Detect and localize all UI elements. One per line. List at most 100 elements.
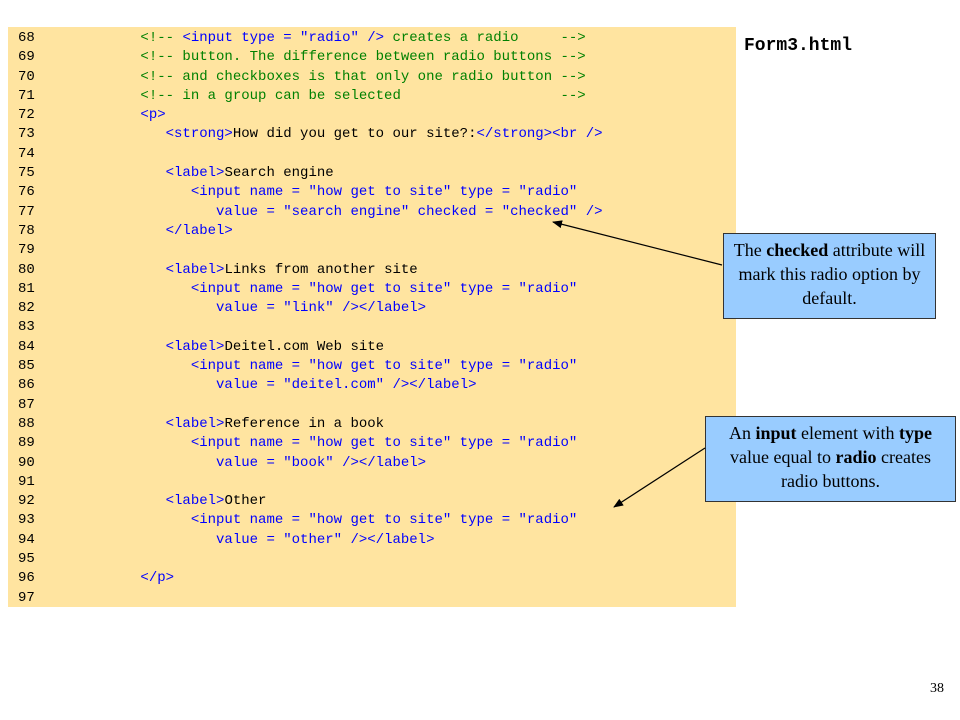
code-token: type = — [451, 435, 519, 452]
code-token — [48, 435, 191, 451]
code-token — [48, 532, 216, 548]
code-token: "how get to site" — [308, 512, 452, 529]
code-token — [48, 204, 216, 220]
code-token: "link" — [283, 300, 334, 317]
code-token: "how get to site" — [308, 435, 452, 452]
code-line: 80 <label>Links from another site — [18, 261, 603, 280]
code-token — [48, 165, 166, 181]
code-token: value = — [216, 531, 284, 548]
code-line: 70 <!-- and checkboxes is that only one … — [18, 68, 603, 87]
line-number: 88 — [18, 415, 35, 432]
callout-radio-input: An input element with type value equal t… — [705, 416, 956, 502]
code-line: 93 <input name = "how get to site" type … — [18, 511, 603, 530]
code-line: 85 <input name = "how get to site" type … — [18, 357, 603, 376]
code-line: 95 — [18, 550, 603, 569]
code-token: <!-- button. The difference between radi… — [140, 49, 586, 66]
code-line: 87 — [18, 396, 603, 415]
code-token: <!-- — [140, 30, 183, 46]
line-number: 89 — [18, 435, 35, 452]
callout-text: radio — [835, 447, 877, 467]
code-token — [48, 49, 140, 65]
code-token — [48, 281, 191, 297]
callout-text: value equal to — [730, 447, 836, 467]
code-line: 73 <strong>How did you get to our site?:… — [18, 125, 603, 144]
callout-text: The — [733, 240, 767, 260]
line-number: 86 — [18, 377, 35, 394]
code-token: Search engine — [224, 165, 334, 182]
code-token: value = — [216, 377, 284, 394]
line-number: 91 — [18, 473, 35, 490]
code-line: 90 value = "book" /></label> — [18, 454, 603, 473]
code-token: type = — [451, 358, 519, 375]
line-number: 73 — [18, 126, 35, 143]
code-token: "radio" — [518, 184, 578, 201]
code-token: /></label> — [342, 531, 435, 548]
code-token — [48, 126, 166, 142]
code-token: <label> — [165, 415, 225, 432]
code-line: 69 <!-- button. The difference between r… — [18, 48, 603, 67]
code-token: "radio" — [518, 512, 578, 529]
code-token: <label> — [165, 261, 225, 278]
file-title: Form3.html — [744, 36, 853, 56]
code-token — [48, 570, 140, 586]
code-token: "deitel.com" — [283, 377, 385, 394]
code-token: value = — [216, 203, 284, 220]
code-line: 75 <label>Search engine — [18, 164, 603, 183]
code-token: <input type = "radio" /> — [182, 30, 385, 46]
code-line: 77 value = "search engine" checked = "ch… — [18, 203, 603, 222]
code-token: "radio" — [518, 358, 578, 375]
line-number: 68 — [18, 30, 35, 46]
line-number: 81 — [18, 280, 35, 297]
code-token: "how get to site" — [308, 184, 452, 201]
code-token: checked = — [409, 203, 502, 220]
code-token: "checked" — [501, 203, 578, 220]
line-number: 94 — [18, 531, 35, 548]
code-line: 89 <input name = "how get to site" type … — [18, 434, 603, 453]
line-number: 70 — [18, 68, 35, 85]
code-token: <!-- and checkboxes is that only one rad… — [140, 68, 586, 85]
code-token: </p> — [140, 570, 175, 587]
code-line: 92 <label>Other — [18, 492, 603, 511]
line-number: 75 — [18, 165, 35, 182]
code-line: 96 </p> — [18, 569, 603, 588]
code-token — [48, 30, 140, 46]
code-token: <label> — [165, 493, 225, 510]
code-token: creates a radio --> — [384, 30, 586, 46]
code-token: </label> — [165, 222, 233, 239]
code-token: "book" — [283, 454, 334, 471]
page-number: 38 — [930, 681, 944, 696]
code-token: <strong> — [165, 126, 233, 143]
code-token — [48, 416, 166, 432]
code-line: 68 <!-- <input type = "radio" /> creates… — [18, 29, 603, 48]
code-token: type = — [451, 512, 519, 529]
code-token — [48, 300, 216, 316]
code-line: 94 value = "other" /></label> — [18, 531, 603, 550]
code-token — [48, 88, 140, 104]
line-number: 76 — [18, 184, 35, 201]
line-number: 95 — [18, 551, 35, 568]
code-token: /></label> — [384, 377, 477, 394]
code-line: 86 value = "deitel.com" /></label> — [18, 376, 603, 395]
code-line: 78 </label> — [18, 222, 603, 241]
code-line: 97 — [18, 589, 603, 608]
code-token: Deitel.com Web site — [224, 338, 385, 355]
code-line: 84 <label>Deitel.com Web site — [18, 338, 603, 357]
code-line: 83 — [18, 318, 603, 337]
line-number: 84 — [18, 338, 35, 355]
line-number: 77 — [18, 203, 35, 220]
code-listing-panel: 68 <!-- <input type = "radio" /> creates… — [8, 27, 736, 607]
line-number: 85 — [18, 358, 35, 375]
callout-text: input — [755, 423, 797, 443]
code-token: "how get to site" — [308, 280, 452, 297]
code-lines: 68 <!-- <input type = "radio" /> creates… — [18, 29, 603, 608]
code-line: 91 — [18, 473, 603, 492]
code-token: value = — [216, 454, 284, 471]
code-token — [48, 69, 140, 85]
code-token: type = — [451, 280, 519, 297]
line-number: 79 — [18, 242, 35, 259]
code-token: /> — [577, 203, 603, 220]
code-token: <label> — [165, 165, 225, 182]
code-line: 74 — [18, 145, 603, 164]
code-token: "how get to site" — [308, 358, 452, 375]
callout-text: checked — [766, 240, 829, 260]
